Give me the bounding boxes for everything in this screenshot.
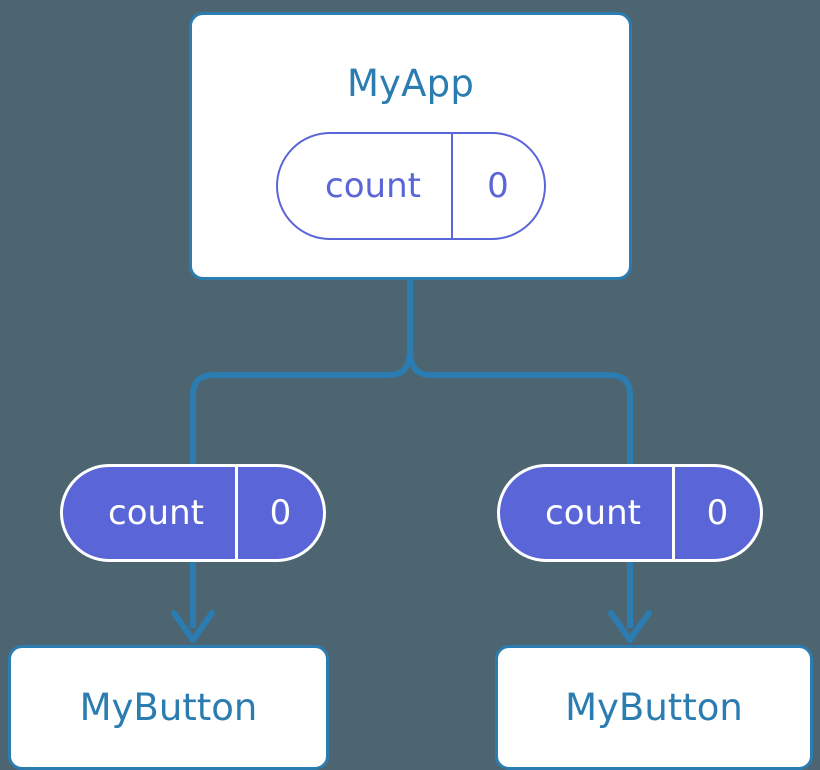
state-pill-value: 0 (706, 493, 729, 533)
component-box-mybutton-left[interactable]: MyButton (8, 645, 329, 770)
state-pill-child-left[interactable]: count 0 (60, 464, 326, 562)
state-pill-key: count (500, 467, 675, 559)
arrow-head-left-icon (171, 610, 215, 643)
branch-line-left (190, 347, 413, 464)
component-title-myapp: MyApp (346, 62, 475, 105)
component-title-mybutton: MyButton (79, 686, 258, 729)
arrow-head-right-icon (608, 610, 652, 643)
component-box-myapp[interactable]: MyApp count 0 (189, 12, 632, 280)
state-pill-value: 0 (487, 166, 509, 206)
state-pill-child-right[interactable]: count 0 (497, 464, 763, 562)
state-pill-key: count (278, 134, 453, 238)
state-pill-value: 0 (269, 493, 292, 533)
component-title-mybutton: MyButton (565, 686, 743, 729)
component-box-mybutton-right[interactable]: MyButton (495, 645, 813, 770)
state-pill-myapp[interactable]: count 0 (275, 132, 546, 240)
branch-line-right (407, 347, 633, 464)
state-pill-key: count (63, 467, 238, 559)
